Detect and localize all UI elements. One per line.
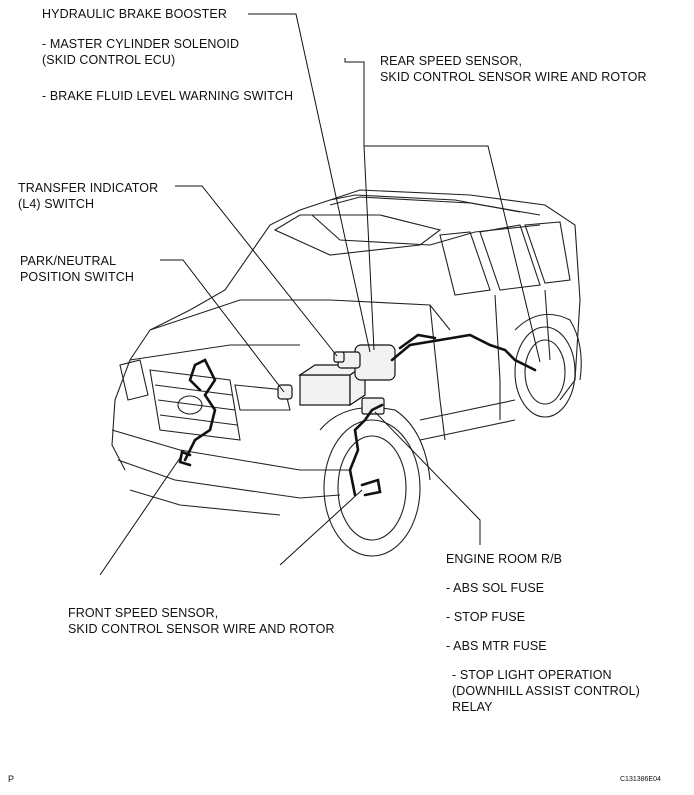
- label-park-switch-line2: POSITION SWITCH: [20, 270, 134, 284]
- battery: [299, 374, 351, 406]
- headlight-right: [234, 384, 291, 411]
- label-engine-room: ENGINE ROOM R/B - ABS SOL FUSE - STOP FU…: [446, 551, 640, 715]
- label-rear-sensor: REAR SPEED SENSOR, SKID CONTROL SENSOR W…: [380, 53, 647, 85]
- label-transfer-switch-line2: (L4) SWITCH: [18, 197, 95, 211]
- label-engine-room-title: ENGINE ROOM R/B: [446, 552, 563, 566]
- label-rear-sensor-line1: REAR SPEED SENSOR,: [380, 54, 523, 68]
- label-front-sensor-line2: SKID CONTROL SENSOR WIRE AND ROTOR: [68, 622, 335, 636]
- rear-wheel: [514, 326, 576, 418]
- label-transfer-switch: TRANSFER INDICATOR (L4) SWITCH: [18, 180, 158, 212]
- leader-front-sensor-b: [279, 489, 363, 566]
- windshield: [273, 214, 442, 256]
- side-window-rear: [479, 224, 541, 291]
- leader-brake-booster: [248, 13, 371, 353]
- label-engine-room-fuse2: - STOP FUSE: [446, 610, 526, 624]
- vehicle-roof: [299, 189, 581, 401]
- label-brake-booster-item1b: (SKID CONTROL ECU): [42, 53, 176, 67]
- label-brake-booster: HYDRAULIC BRAKE BOOSTER - MASTER CYLINDE…: [42, 6, 293, 104]
- label-engine-room-relay3: RELAY: [452, 700, 493, 714]
- label-engine-room-fuse1: - ABS SOL FUSE: [446, 581, 545, 595]
- headlight-left: [119, 359, 149, 401]
- brake-booster-unit: [354, 344, 396, 381]
- label-engine-room-relay1: - STOP LIGHT OPERATION: [452, 668, 612, 682]
- rear-sensor-wire: [390, 333, 537, 372]
- side-window-front: [439, 231, 491, 296]
- leader-front-sensor-a: [99, 454, 183, 576]
- footer-left-mark: P: [8, 774, 15, 784]
- label-front-sensor-line1: FRONT SPEED SENSOR,: [68, 606, 219, 620]
- leader-transfer-switch: [175, 185, 338, 357]
- label-brake-booster-item1a: - MASTER CYLINDER SOLENOID: [42, 37, 240, 51]
- label-front-sensor: FRONT SPEED SENSOR, SKID CONTROL SENSOR …: [68, 605, 335, 637]
- front-sensor-wire: [183, 358, 217, 462]
- label-park-switch-line1: PARK/NEUTRAL: [20, 254, 117, 268]
- label-brake-booster-item2: - BRAKE FLUID LEVEL WARNING SWITCH: [42, 89, 294, 103]
- leader-rear-sensor-a: [344, 58, 365, 146]
- vehicle-hood: [149, 299, 451, 331]
- front-right-sensor-wire: [348, 403, 384, 497]
- label-park-switch: PARK/NEUTRAL POSITION SWITCH: [20, 253, 134, 285]
- leader-rear-sensor-c: [363, 145, 375, 351]
- leader-engine-room: [374, 411, 481, 545]
- transfer-switch: [333, 351, 345, 363]
- engine-room-rb: [361, 397, 385, 415]
- label-engine-room-fuse3: - ABS MTR FUSE: [446, 639, 547, 653]
- front-grille: [149, 369, 241, 441]
- label-engine-room-relay2: (DOWNHILL ASSIST CONTROL): [452, 684, 640, 698]
- label-rear-sensor-line2: SKID CONTROL SENSOR WIRE AND ROTOR: [380, 70, 647, 84]
- label-transfer-switch-line1: TRANSFER INDICATOR: [18, 181, 159, 195]
- label-brake-booster-title: HYDRAULIC BRAKE BOOSTER: [42, 7, 227, 21]
- leader-park-switch: [160, 259, 285, 393]
- front-wheel: [323, 419, 421, 557]
- leader-rear-sensor-b: [364, 145, 541, 363]
- front-bumper: [111, 429, 350, 471]
- figure-code: C131386E04: [620, 776, 661, 783]
